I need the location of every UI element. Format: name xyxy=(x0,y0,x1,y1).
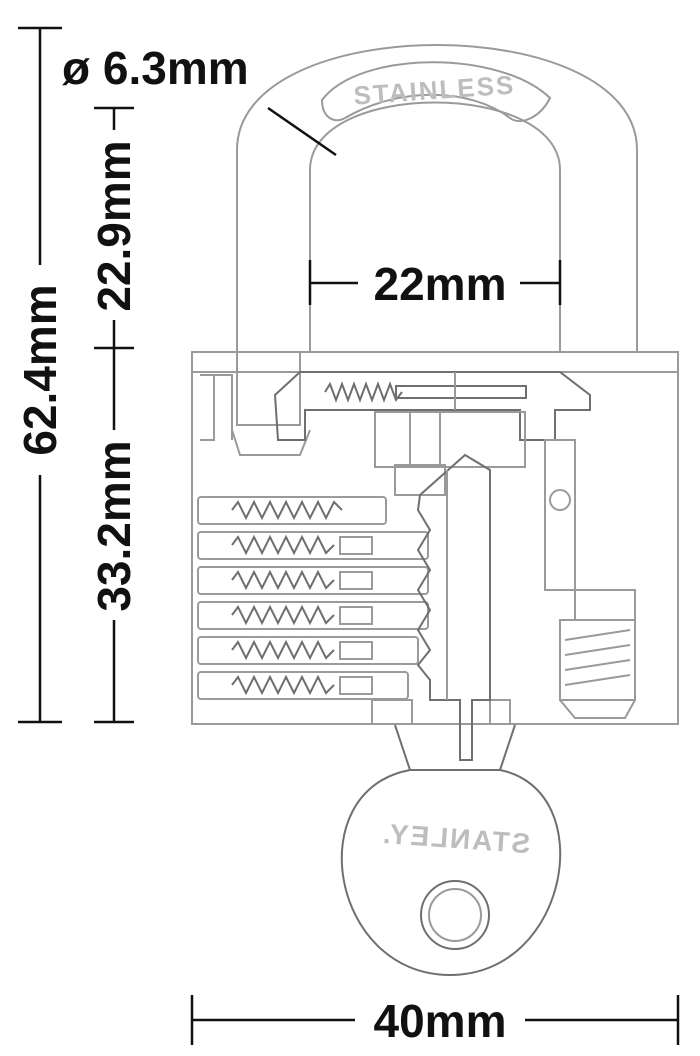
driver-pin-1 xyxy=(197,496,387,525)
dimension-lines: 62.4mm 22.9mm 33.2mm ø 6.3mm 22mm 40mm xyxy=(14,26,680,1047)
pin-tumblers xyxy=(197,496,429,700)
pin-stack-2 xyxy=(197,566,429,595)
locking-bar xyxy=(273,371,591,441)
right-latch xyxy=(544,439,576,591)
pin-stack-5 xyxy=(197,671,409,700)
body-height-label: 33.2mm xyxy=(88,440,140,611)
engraving-plate xyxy=(320,61,552,123)
cylinder-top xyxy=(374,411,526,468)
latch-pin xyxy=(549,489,571,511)
bar-pin xyxy=(395,385,527,399)
pin-stack-1 xyxy=(197,531,429,560)
pin-stack-4 xyxy=(197,636,419,665)
pin-stack-3 xyxy=(197,601,429,630)
key-blade xyxy=(416,453,491,761)
latch-spring-housing xyxy=(559,619,636,701)
shackle-diameter-label: ø 6.3mm xyxy=(62,42,249,94)
key-hole xyxy=(420,880,490,950)
shackle-clearance-label: 22.9mm xyxy=(88,140,140,311)
total-height-label: 62.4mm xyxy=(14,284,66,455)
shackle: STAINLESS xyxy=(236,44,638,426)
bar-spring xyxy=(324,381,403,403)
key-engraving: STANLEY. xyxy=(380,818,531,859)
key-bow xyxy=(340,769,562,977)
latch-spring xyxy=(564,629,631,686)
shackle-engraving: STAINLESS xyxy=(353,69,517,110)
shackle-diameter-leader xyxy=(267,106,337,157)
lock-body xyxy=(191,351,679,725)
body-outline xyxy=(191,351,679,725)
shackle-width-label: 22mm xyxy=(374,258,507,310)
body-width-label: 40mm xyxy=(374,995,507,1047)
